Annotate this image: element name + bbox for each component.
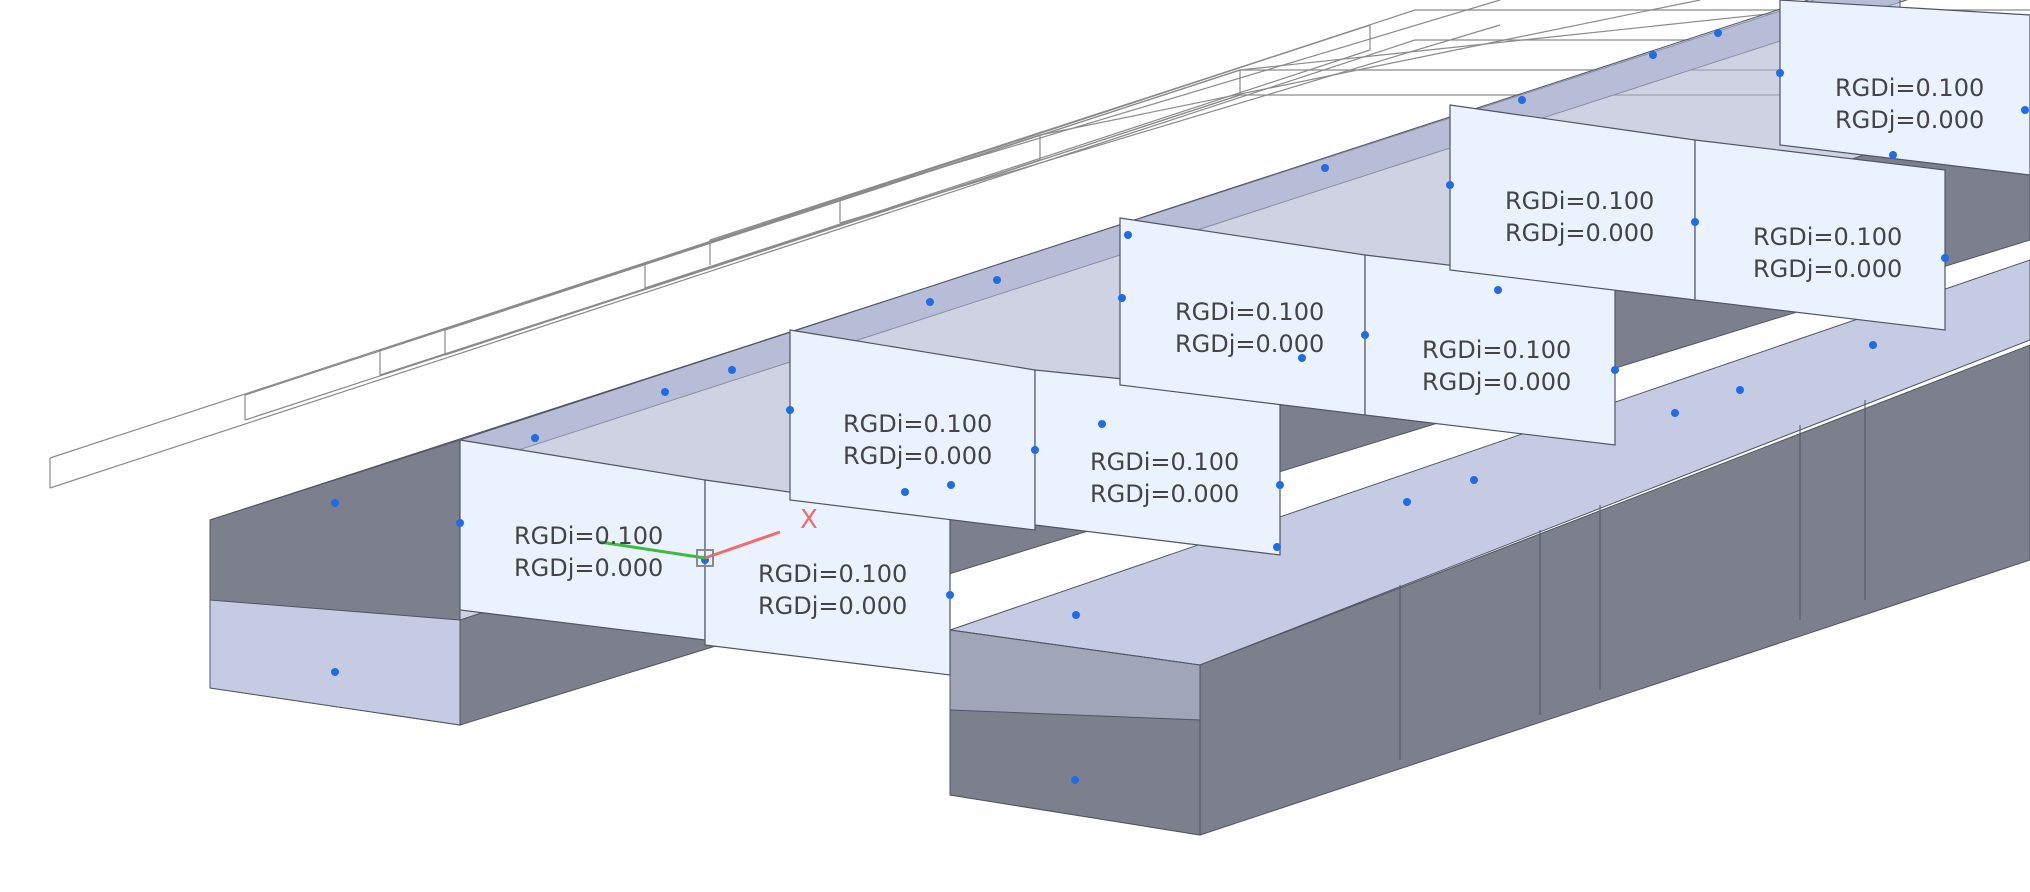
rgdi-value: RGDi=0.100 xyxy=(514,522,664,550)
rgdi-value: RGDi=0.100 xyxy=(758,560,908,588)
element-label-9: RGDi=0.100 RGDj=0.000 xyxy=(1835,72,1984,136)
x-axis-label: X xyxy=(800,505,818,535)
wireframe-deck xyxy=(49,0,2030,489)
rgdi-value: RGDi=0.100 xyxy=(1175,298,1325,326)
element-label-4: RGDi=0.100 RGDj=0.000 xyxy=(1090,446,1239,510)
cross-beam-panels xyxy=(459,0,2030,676)
box-girder-right xyxy=(949,259,2030,836)
rgdj-value: RGDj=0.000 xyxy=(1835,106,1985,134)
rgdj-value: RGDj=0.000 xyxy=(843,442,993,470)
rgdj-value: RGDj=0.000 xyxy=(1090,480,1240,508)
local-axis-triad xyxy=(599,530,781,567)
rgdi-value: RGDi=0.100 xyxy=(1422,336,1572,364)
element-label-5: RGDi=0.100 RGDj=0.000 xyxy=(1175,296,1324,360)
rgdj-value: RGDj=0.000 xyxy=(1753,255,1903,283)
rgdj-value: RGDj=0.000 xyxy=(1422,368,1572,396)
rgdi-value: RGDi=0.100 xyxy=(1753,223,1903,251)
rgdi-value: RGDi=0.100 xyxy=(1835,74,1985,102)
rgdj-value: RGDj=0.000 xyxy=(514,554,664,582)
rgdj-value: RGDj=0.000 xyxy=(758,592,908,620)
node-points xyxy=(331,29,2029,784)
rgdi-value: RGDi=0.100 xyxy=(1090,448,1240,476)
element-label-8: RGDi=0.100 RGDj=0.000 xyxy=(1753,221,1902,285)
rgdj-value: RGDj=0.000 xyxy=(1505,219,1655,247)
rgdi-value: RGDi=0.100 xyxy=(1505,187,1655,215)
element-label-7: RGDi=0.100 RGDj=0.000 xyxy=(1505,185,1654,249)
element-label-6: RGDi=0.100 RGDj=0.000 xyxy=(1422,334,1571,398)
element-label-3: RGDi=0.100 RGDj=0.000 xyxy=(843,408,992,472)
rgdj-value: RGDj=0.000 xyxy=(1175,330,1325,358)
element-label-2: RGDi=0.100 RGDj=0.000 xyxy=(758,558,907,622)
rgdi-value: RGDi=0.100 xyxy=(843,410,993,438)
element-label-1: RGDi=0.100 RGDj=0.000 xyxy=(514,520,663,584)
